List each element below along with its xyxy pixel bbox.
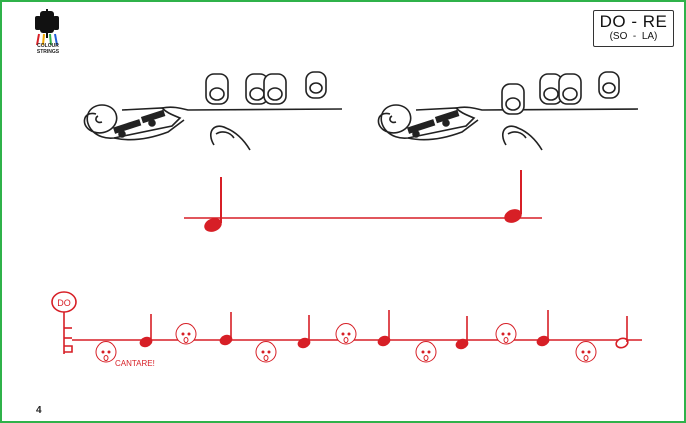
violin-scroll-left <box>83 104 343 141</box>
note-do <box>204 177 222 232</box>
singing-face-icon <box>175 323 197 345</box>
exercise-line: DO CANTARE! <box>51 291 642 368</box>
singing-face-icon <box>495 323 517 345</box>
thumb-right <box>502 125 543 151</box>
violin-scroll-right <box>377 104 639 141</box>
exercise-notes <box>139 310 629 350</box>
note-staff-top <box>184 170 542 232</box>
finger-tips-left <box>205 71 327 105</box>
exercise-note <box>219 312 233 346</box>
singing-face-icon <box>335 323 357 345</box>
exercise-note <box>536 310 550 347</box>
finger-tips-right <box>501 71 620 115</box>
exercise-note <box>377 310 391 347</box>
logo-caption: COLOUR STRINGS <box>36 43 60 55</box>
singing-faces <box>95 323 597 363</box>
violin-bow-logo-icon <box>35 9 59 46</box>
lesson-subtitle: (SO - LA) <box>609 31 658 42</box>
key-label: DO <box>57 298 71 308</box>
colour-strings-logo <box>31 8 63 52</box>
exercise-note-open <box>615 316 629 349</box>
key-icon <box>51 291 77 354</box>
singing-face-icon <box>575 341 597 363</box>
exercise-note <box>297 315 311 349</box>
exercise-note <box>455 316 469 350</box>
note-re <box>504 170 522 223</box>
singing-face-icon <box>95 341 117 363</box>
page-number: 4 <box>36 405 42 416</box>
singing-face-icon <box>255 341 277 363</box>
thumb-left <box>210 125 251 151</box>
singing-face-icon <box>415 341 437 363</box>
exercise-note <box>139 314 153 348</box>
sing-label: CANTARE! <box>115 359 155 368</box>
lesson-title: DO - RE <box>599 12 668 31</box>
lesson-title-box: DO - RE (SO - LA) <box>593 10 674 47</box>
